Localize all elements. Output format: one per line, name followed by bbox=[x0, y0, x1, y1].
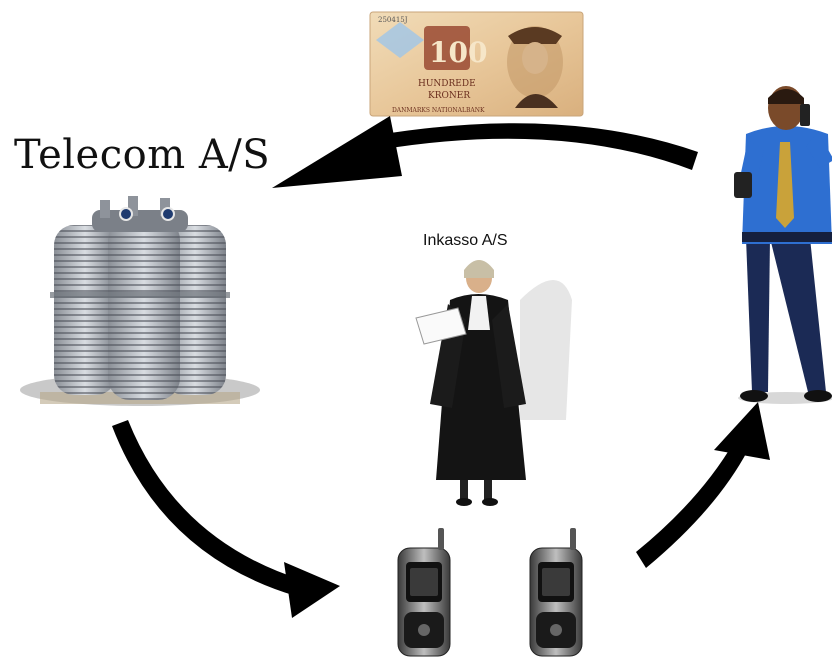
arrow-customer-to-company bbox=[272, 116, 698, 188]
banknote-serial: 250415J bbox=[378, 16, 408, 24]
office-building-icon bbox=[20, 196, 260, 406]
businessman-on-phone-icon bbox=[734, 86, 832, 404]
mobile-phone-icon bbox=[397, 528, 451, 657]
banknote-denomination: 100 bbox=[429, 36, 487, 69]
collector-label: Inkasso A/S bbox=[423, 232, 508, 249]
company-label: Telecom A/S bbox=[14, 132, 271, 178]
banknote-issuer: DANMARKS NATIONALBANK bbox=[392, 107, 485, 114]
arrow-phones-to-customer bbox=[636, 402, 770, 568]
lawyer-in-robe-icon bbox=[415, 260, 572, 506]
mobile-phone-icon bbox=[529, 528, 583, 657]
banknote-icon: 250415J 100 HUNDREDE KRONER DANMARKS NAT… bbox=[369, 11, 584, 117]
arrow-company-to-phones bbox=[112, 420, 340, 618]
banknote-words-2: KRONER bbox=[428, 91, 470, 101]
banknote-words-1: HUNDREDE bbox=[418, 79, 476, 89]
